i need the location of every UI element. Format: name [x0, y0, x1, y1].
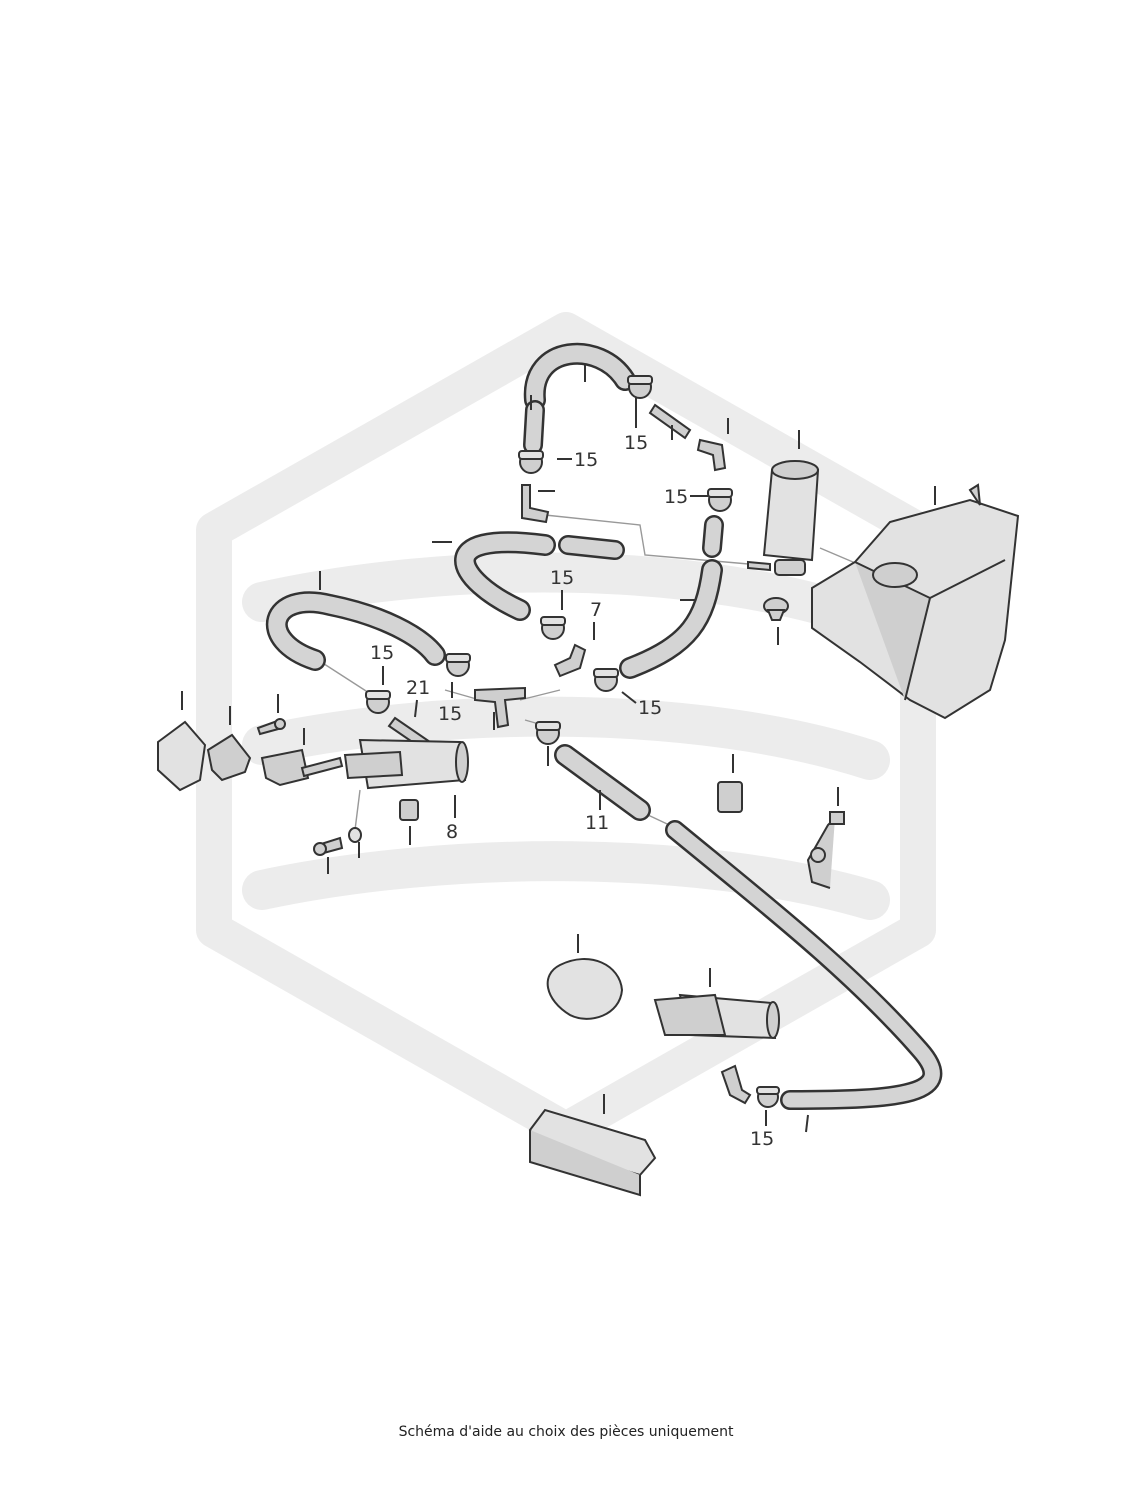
- leader-lines: [181, 365, 936, 1133]
- label-15-bottom: 15: [750, 1128, 774, 1150]
- washer-cylinder-8: [343, 738, 469, 790]
- hose-clamp: [518, 450, 544, 474]
- hose-clamp: [627, 375, 653, 399]
- hose-clamp: [707, 488, 733, 512]
- label-11: 11: [585, 812, 609, 834]
- washer-pump: [747, 460, 820, 576]
- hose-clamp: [756, 1086, 780, 1108]
- straight-connector: [648, 403, 692, 440]
- elbow-connector-7: [553, 643, 587, 678]
- label-7: 7: [590, 599, 602, 621]
- elbow-connector: [521, 484, 550, 524]
- washer-cylinder-right: [653, 993, 780, 1040]
- hose-clamp: [445, 653, 471, 677]
- label-15-lower-right: 15: [638, 697, 662, 719]
- label-15-mid-right: 15: [664, 486, 688, 508]
- hose-clamp: [540, 616, 566, 640]
- elbow-connector: [696, 438, 727, 472]
- small-clip: [717, 781, 743, 813]
- hose-pump-outlet: [619, 559, 723, 679]
- hose-long-right: [665, 820, 943, 1110]
- hose-top-short: [523, 400, 545, 455]
- hose-left-long: [265, 591, 446, 671]
- nozzle-cover-right: [546, 958, 624, 1020]
- nozzle-cover-left: [157, 720, 207, 792]
- bolt: [313, 836, 344, 856]
- label-15-left-top: 15: [574, 449, 598, 471]
- hose-clamp: [593, 668, 619, 692]
- hose-mid-u: [454, 531, 556, 621]
- label-21: 21: [406, 677, 430, 699]
- label-8: 8: [446, 821, 458, 843]
- washer-reservoir: [811, 483, 1020, 720]
- hose-top-u: [523, 342, 636, 411]
- elbow-connector: [720, 1064, 752, 1105]
- hose-clamp: [535, 721, 561, 745]
- screw: [256, 718, 286, 736]
- nozzle-seal-left: [206, 733, 252, 782]
- clip-nut: [399, 799, 419, 821]
- hose-clamp: [365, 690, 391, 714]
- label-15-top: 15: [624, 432, 648, 454]
- label-15-left: 15: [370, 642, 394, 664]
- hose-pump-short: [702, 515, 724, 558]
- bumper-cover-bracket: [528, 1108, 657, 1197]
- grommet: [763, 597, 789, 621]
- hose-mid-straight: [558, 535, 625, 560]
- hose-11: [554, 744, 651, 821]
- label-15-lower-left: 15: [438, 703, 462, 725]
- diagram-caption: Schéma d'aide au choix des pièces unique…: [398, 1424, 734, 1440]
- washer-ring: [348, 827, 362, 843]
- label-15-center: 15: [550, 567, 574, 589]
- wire-bracket: [806, 811, 845, 889]
- nozzle-bracket: [260, 748, 344, 787]
- t-connector: [474, 686, 526, 729]
